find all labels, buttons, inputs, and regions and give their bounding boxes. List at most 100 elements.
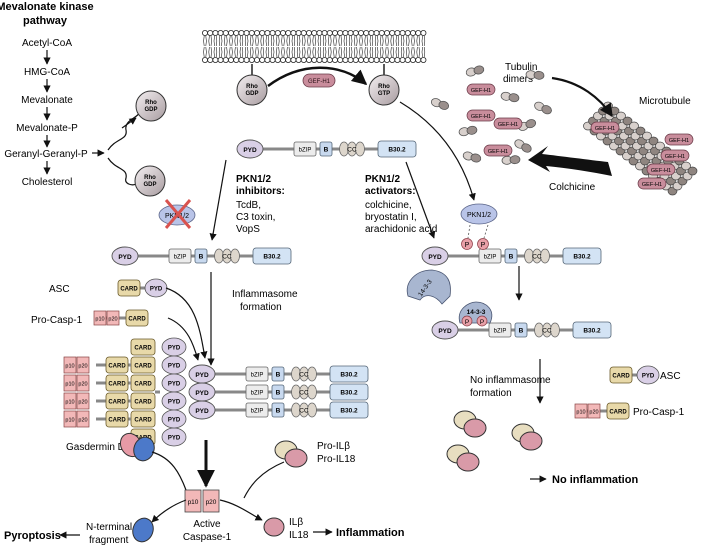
procasp-label-left: Pro-Casp-1 — [31, 315, 83, 326]
svg-text:GEF-H1: GEF-H1 — [669, 138, 689, 144]
svg-text:GEF-H1: GEF-H1 — [488, 149, 508, 155]
svg-text:PYD: PYD — [642, 374, 655, 380]
svg-text:PYD: PYD — [168, 418, 181, 424]
svg-text:bZIP: bZIP — [251, 373, 264, 379]
b30-2-domain — [572, 321, 612, 339]
gef-h1-free-group: GEF-H1 GEF-H1 GEF-H1 GEF-H1 — [466, 83, 523, 157]
svg-text:14-3-3: 14-3-3 — [467, 309, 486, 316]
inflammasome-formation-line2: formation — [240, 302, 282, 313]
svg-text:CC: CC — [299, 372, 309, 379]
svg-text:GEF-H1: GEF-H1 — [471, 114, 491, 120]
svg-text:CARD: CARD — [134, 382, 152, 388]
pyd-domain — [111, 246, 139, 266]
svg-text:CC: CC — [299, 390, 309, 397]
step-geranyl: Geranyl-Geranyl-P — [4, 149, 88, 160]
svg-text:PYD: PYD — [195, 408, 209, 415]
polymerization-arrow — [551, 76, 613, 118]
svg-text:p10: p10 — [188, 499, 199, 506]
svg-text:p10: p10 — [576, 410, 585, 416]
rho-gdp-sphere-lower: Rho GDP — [134, 165, 166, 197]
b30-2-domain — [329, 365, 369, 383]
pkn-inhibited: PKN1/2 — [158, 199, 196, 229]
bzip-domain — [245, 402, 269, 418]
prenyl-tail-up — [107, 111, 141, 151]
svg-text:p20: p20 — [78, 364, 87, 370]
svg-text:B: B — [276, 408, 281, 415]
svg-text:bZIP: bZIP — [174, 255, 187, 261]
svg-text:P: P — [481, 242, 486, 249]
activators-title-line1: PKN1/2 — [365, 174, 400, 185]
bzip-domain — [245, 384, 269, 400]
procasp-label-right: Pro-Casp-1 — [633, 407, 685, 418]
svg-text:bZIP: bZIP — [251, 409, 264, 415]
b-box-domain — [504, 248, 518, 264]
protein-14-3-3-free: 14-3-3 — [406, 269, 451, 305]
svg-text:CARD: CARD — [134, 400, 152, 406]
svg-text:PYD: PYD — [195, 372, 209, 379]
svg-text:CARD: CARD — [108, 364, 126, 370]
svg-text:p10: p10 — [95, 317, 104, 323]
svg-text:GDP: GDP — [143, 182, 156, 188]
inhibitor-tcdb: TcdB, — [236, 200, 261, 211]
svg-text:CARD: CARD — [108, 400, 126, 406]
bzip-domain — [245, 366, 269, 382]
svg-text:PYD: PYD — [243, 147, 257, 154]
step-mevalonate-p: Mevalonate-P — [16, 123, 78, 134]
svg-text:p10: p10 — [65, 418, 74, 424]
protein-14-3-3-bound: 14-3-3 P P — [458, 301, 493, 327]
inflammation-label: Inflammation — [336, 527, 405, 539]
svg-text:CARD: CARD — [128, 317, 146, 323]
step-cholesterol: Cholesterol — [22, 177, 73, 188]
svg-text:B30.2: B30.2 — [263, 254, 281, 261]
rho-gdp-membrane: Rho GDP — [236, 74, 268, 106]
active-caspase-1: p10 p20 — [184, 489, 220, 513]
b30-2-domain — [329, 383, 369, 401]
active-caspase-line2: Caspase-1 — [183, 532, 232, 543]
step-acetyl-coa: Acetyl-CoA — [22, 38, 72, 49]
nterm-line2: fragment — [89, 535, 129, 546]
svg-text:B: B — [509, 254, 514, 261]
svg-text:GEF-H1: GEF-H1 — [498, 122, 518, 128]
n-terminal-fragment — [132, 517, 154, 543]
svg-text:PYD: PYD — [118, 254, 132, 261]
svg-text:P: P — [465, 319, 469, 326]
svg-text:Rho: Rho — [144, 175, 156, 181]
b-box-domain — [271, 402, 285, 418]
svg-text:CARD: CARD — [612, 374, 630, 380]
activators-title-line2: activators: — [365, 186, 416, 197]
svg-text:B: B — [199, 254, 204, 261]
svg-text:GDP: GDP — [245, 91, 258, 97]
svg-text:GDP: GDP — [144, 107, 157, 113]
svg-text:B30.2: B30.2 — [340, 408, 358, 415]
rho-gtp-membrane: Rho GTP — [368, 74, 400, 106]
rho-activation-arrow — [267, 66, 368, 88]
step-hmg-coa: HMG-CoA — [24, 67, 70, 78]
inactive-il-proteins — [446, 410, 543, 472]
asc-label-right: ASC — [660, 371, 681, 382]
svg-text:PYD: PYD — [168, 382, 181, 388]
tubulin-label-line2: dimers — [503, 74, 533, 85]
svg-text:CARD: CARD — [609, 410, 627, 416]
bzip-domain — [478, 248, 502, 264]
bzip-domain — [293, 141, 317, 157]
svg-text:P: P — [480, 319, 484, 326]
colchicine-depolymerization-arrow — [528, 146, 612, 176]
svg-text:B: B — [519, 328, 524, 335]
svg-text:p20: p20 — [78, 418, 87, 424]
svg-text:PYD: PYD — [168, 436, 181, 442]
svg-text:PYD: PYD — [428, 254, 442, 261]
mevalonate-title-line1: Mevalonate kinase — [0, 1, 94, 13]
il-line2: IL18 — [289, 530, 309, 541]
cell-membrane — [201, 29, 427, 64]
svg-text:p20: p20 — [589, 410, 598, 416]
svg-text:p10: p10 — [65, 364, 74, 370]
svg-text:PKN1/2: PKN1/2 — [467, 212, 491, 219]
svg-text:Rho: Rho — [145, 100, 157, 106]
svg-text:B30.2: B30.2 — [388, 147, 406, 154]
active-caspase-line1: Active — [193, 519, 221, 530]
svg-text:B: B — [324, 147, 329, 154]
